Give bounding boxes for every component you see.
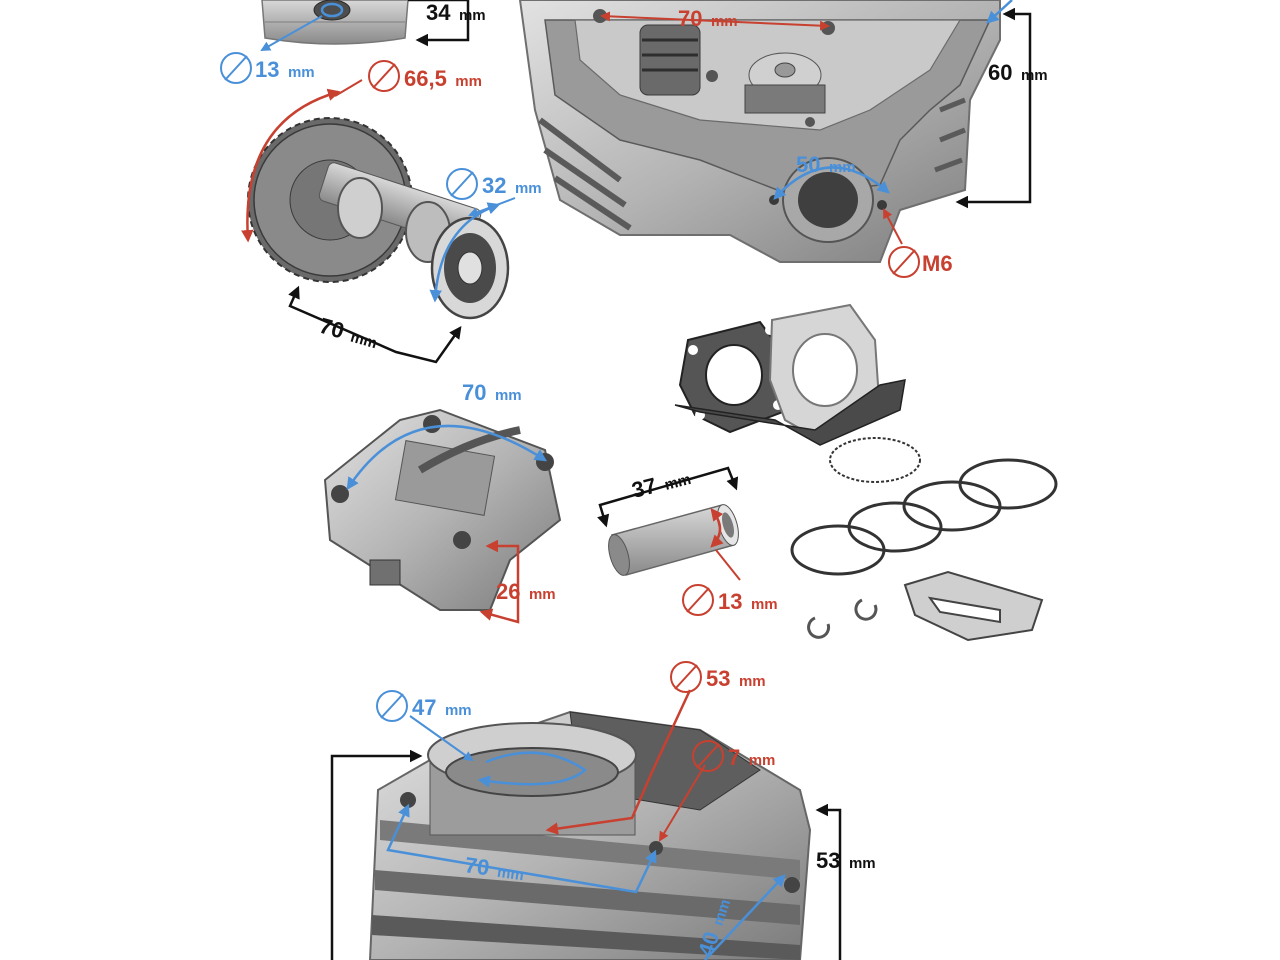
svg-text:47 mm: 47 mm [412,695,472,720]
cyl-bolt-spacing-label: 70 mm [463,852,526,885]
head-height-dimension [955,7,1032,209]
svg-text:13 mm: 13 mm [255,57,315,82]
camshaft-length-dimension [288,285,462,364]
head-thread-arrow [883,208,903,245]
head-thread-label: M6 [888,246,953,278]
bearing-dia-leader [468,197,516,217]
camshaft [247,117,510,320]
head-gasket-dark [678,320,790,434]
base-gasket [674,379,906,446]
gear-dia-label: 66,5 mm [368,60,482,92]
cylinder-head [518,0,1001,263]
piston-rings [790,437,1058,576]
piston-height-label: 34 mm [426,0,486,25]
piston [260,0,409,51]
rocker-height-label: 26 mm [496,579,556,604]
svg-text:13 mm: 13 mm [718,589,778,614]
svg-text:66,5 mm: 66,5 mm [404,66,482,91]
cyl-height-dimension-right [815,803,842,960]
gear-dia-leader [334,79,363,97]
rocker-spacing-dimension [346,424,548,491]
pin-dia-leader [715,549,741,581]
cyl-side-dimension [704,874,786,960]
cyl-outer-label: 53 mm [670,661,766,693]
head-height-label: 60 mm [988,60,1048,85]
rocker-spacing-label: 70 mm [462,380,522,405]
bearing-dia-label: 32 mm [446,168,542,200]
bearing-dia-dimension [429,202,501,303]
cyl-bolt-spacing-dimension [386,803,657,894]
head-bolt-spacing-label: 70 mm [678,6,738,31]
pin-clips [807,598,878,639]
cylinder [368,710,812,960]
svg-text:7 mm: 7 mm [728,745,775,770]
camshaft-length-label: 70 mm [317,313,381,353]
piston-height-dimension [408,0,470,47]
gear-dia-dimension [241,88,341,243]
svg-text:53 mm: 53 mm [706,666,766,691]
head-port-spacing-dimension [773,166,890,200]
cyl-bore-leader [409,715,474,762]
head-bolt-spacing-dimension [600,11,830,31]
pin-length-label: 37 mm [629,464,693,503]
pin-length-dimension [597,466,739,528]
cyl-hole-label: 7 mm [692,740,775,772]
cyl-side-label: 40 mm [693,895,735,959]
piston-pin-dia-label: 13 mm [220,52,315,84]
cyl-height-label: 53 mm [816,848,876,873]
exhaust-gasket [903,570,1044,642]
cyl-height-dimension-left [330,749,423,960]
head-port-spacing-label: 50 mm [796,152,856,177]
rocker-height-dimension [479,539,520,624]
piston-pin [608,504,739,576]
cyl-bore-label: 47 mm [376,690,472,722]
pin-dia-label: 13 mm [682,584,778,616]
pin-dia-dimension [710,508,724,548]
rocker-assembly [323,408,562,611]
cyl-hole-leader [658,764,706,842]
svg-text:32 mm: 32 mm [482,173,542,198]
cyl-bore-dimension [477,751,588,788]
svg-text:M6: M6 [922,251,953,276]
